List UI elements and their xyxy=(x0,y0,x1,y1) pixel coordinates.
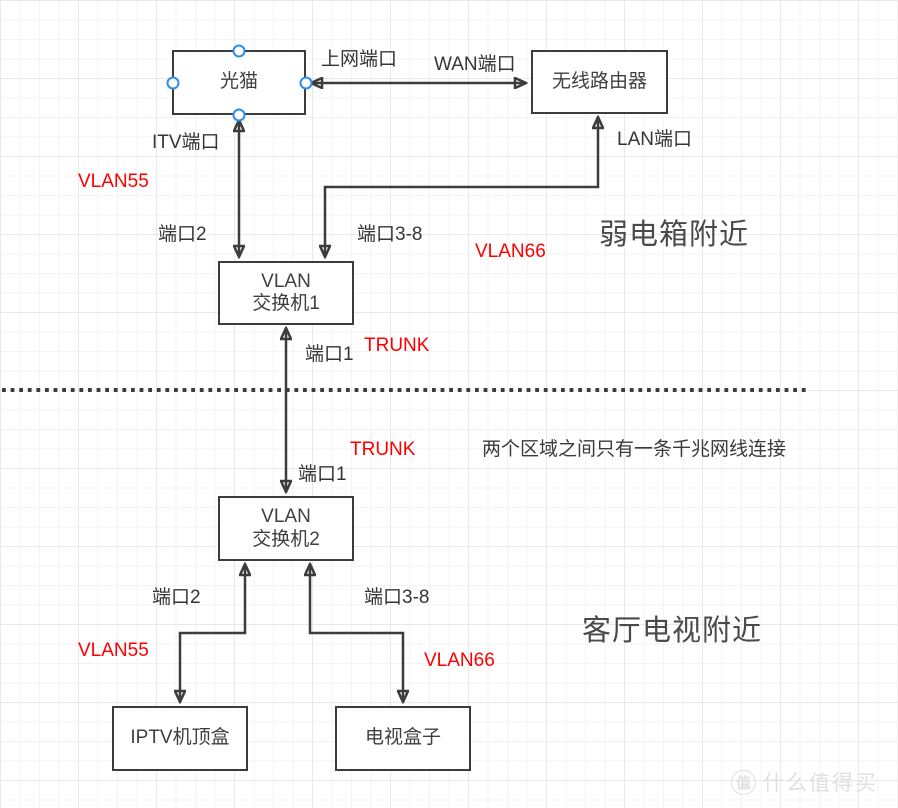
label-port1-upper[interactable]: 端口1 xyxy=(305,344,354,365)
node-switch1[interactable]: VLAN 交换机1 xyxy=(218,261,354,325)
node-modem[interactable]: 光猫 xyxy=(172,50,306,115)
node-switch2-label: VLAN 交换机2 xyxy=(252,506,320,550)
node-tvbox-label: 电视盒子 xyxy=(364,727,441,749)
connection-point-bottom[interactable] xyxy=(232,108,246,122)
connection-point-right[interactable] xyxy=(299,76,313,90)
smzdm-watermark: 值 什么值得买 xyxy=(731,767,878,797)
label-port3-8-bottom[interactable]: 端口3-8 xyxy=(364,587,430,608)
smzdm-watermark-text: 什么值得买 xyxy=(763,772,878,795)
node-iptv-label: IPTV机顶盒 xyxy=(130,727,230,749)
label-port2-bottom[interactable]: 端口2 xyxy=(152,587,201,608)
label-itv-port[interactable]: ITV端口 xyxy=(152,132,220,153)
label-vlan55-bottom[interactable]: VLAN55 xyxy=(78,640,149,661)
node-tv-box[interactable]: 电视盒子 xyxy=(335,706,471,771)
label-port2-top[interactable]: 端口2 xyxy=(158,224,207,245)
label-vlan55-top[interactable]: VLAN55 xyxy=(78,171,149,192)
node-switch1-label: VLAN 交换机1 xyxy=(252,270,320,314)
label-trunk-lower[interactable]: TRUNK xyxy=(350,439,416,460)
node-iptv-box[interactable]: IPTV机顶盒 xyxy=(112,706,248,771)
connection-point-top[interactable] xyxy=(232,44,246,58)
label-port3-8-top[interactable]: 端口3-8 xyxy=(357,224,423,245)
region-title-weak-current-box[interactable]: 弱电箱附近 xyxy=(599,219,750,251)
label-port1-lower[interactable]: 端口1 xyxy=(298,464,347,485)
connector-switch2-tvbox[interactable] xyxy=(310,564,403,702)
label-wan-port[interactable]: WAN端口 xyxy=(434,54,516,75)
node-modem-label: 光猫 xyxy=(219,71,258,93)
label-vlan66-bottom[interactable]: VLAN66 xyxy=(424,650,495,671)
smzdm-badge-icon: 值 xyxy=(731,769,756,795)
label-internet-port[interactable]: 上网端口 xyxy=(321,49,398,70)
node-switch2[interactable]: VLAN 交换机2 xyxy=(218,496,354,561)
connector-router-switch1[interactable] xyxy=(325,117,598,257)
node-router[interactable]: 无线路由器 xyxy=(531,50,668,114)
connector-switch2-iptv[interactable] xyxy=(180,564,245,702)
node-router-label: 无线路由器 xyxy=(551,70,647,92)
region-title-living-room-tv[interactable]: 客厅电视附近 xyxy=(582,615,763,647)
connection-point-left[interactable] xyxy=(166,76,180,90)
note-single-cable[interactable]: 两个区域之间只有一条千兆网线连接 xyxy=(482,439,787,460)
label-trunk-upper[interactable]: TRUNK xyxy=(364,335,430,356)
label-lan-port[interactable]: LAN端口 xyxy=(617,129,692,150)
label-vlan66-top[interactable]: VLAN66 xyxy=(475,241,546,262)
